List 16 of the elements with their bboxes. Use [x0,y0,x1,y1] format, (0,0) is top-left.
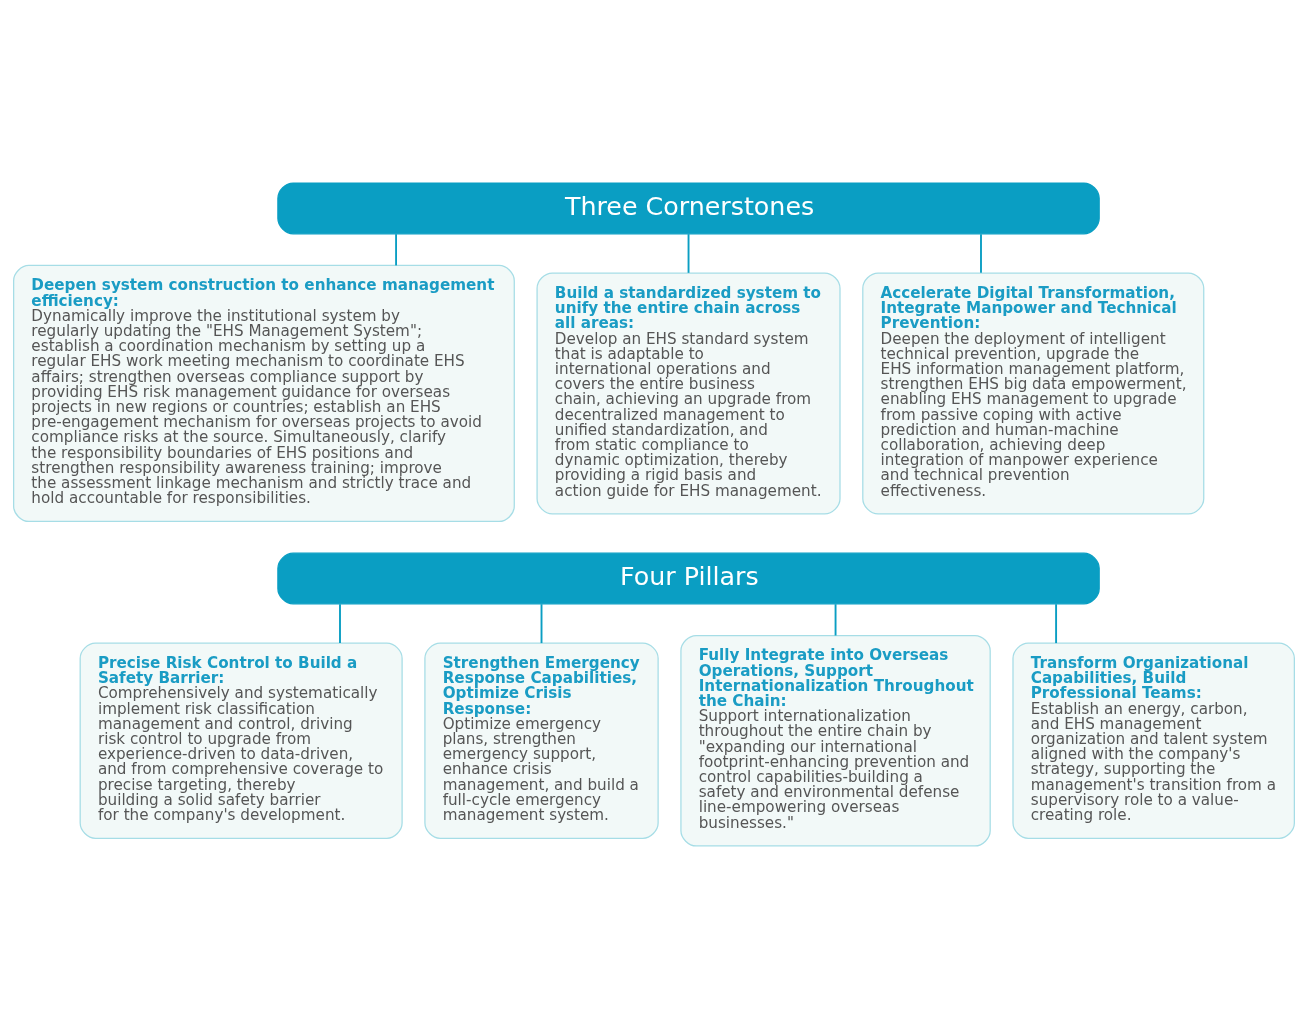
connector [687,233,690,274]
connector [1055,603,1058,645]
connector [395,233,398,267]
node-box: Accelerate Digital Transformation, Integrate Manpower and Technical Prevention: Deepen the deployment of intelligent technical prevention, upgrade the EHS information management platform, strengthen EHS big data empowerment, enabling EHS management to upgrade from passive coping with active prediction and human-machine collaboration, achieving deep integration of manpower experience and technical prevention effectiveness. [862,272,1205,515]
node-box: Transform Organizational Capabilities, Build Professional Teams: Establish an energy, carbon, and EHS management organization and talent system aligned with the company's strategy, supporting the management's transition from a supervisory role to a value-creating role. [1012,642,1295,839]
node-box: Build a standardized system to unify the entire chain across all areas: Develop an EHS standard system that is adaptable to international operations and covers the entire business chain, achieving an upgrade from decentralized management to unified standardization, and from static compliance to dynamic optimization, thereby providing a rigid basis and action guide for EHS management. [536,272,841,515]
node-box: Four Pillars [277,552,1100,605]
node-box: Fully Integrate into Overseas Operations, Support Internationalization Throughout the Chain: Support internationalization throughout the entire chain by "expanding our international footprint-enhancing prevention and control capabilities-building a safety and environmental defense line-empowering overseas businesses." [680,634,991,847]
connector [339,603,341,645]
node-box: Precise Risk Control to Build a Safety Barrier: Comprehensively and systematically implement risk classification management and control, driving risk control to upgrade from experience-driven to data-driven, and from comprehensive coverage to precise targeting, thereby building a solid safety barrier for the company's development. [79,642,403,839]
connector [980,233,982,274]
connector [834,603,837,637]
node-box: Deepen system construction to enhance management efficiency: Dynamically improve the institutional system by regularly updating the "EHS Management System"; establish a coordination mechanism by setting up a regular EHS work meeting mechanism to coordinate EHS affairs; strengthen overseas compliance support by providing EHS risk management guidance for overseas projects in new regions or countries; establish an EHS pre-engagement mechanism for overseas projects to avoid compliance risks at the source. Simultaneously, clarify the responsibility boundaries of EHS positions and strengthen responsibility awareness training; improve the assessment linkage mechanism and strictly trace and hold accountable for responsibilities. [13,264,515,523]
node-box: Three Cornerstones [277,182,1100,235]
node-box: Strengthen Emergency Response Capabilities, Optimize Crisis Response: Optimize emergency plans, strengthen emergency support, enhance crisis management, and build a full-cycle emergency management system. [424,642,659,839]
connector [540,603,543,645]
